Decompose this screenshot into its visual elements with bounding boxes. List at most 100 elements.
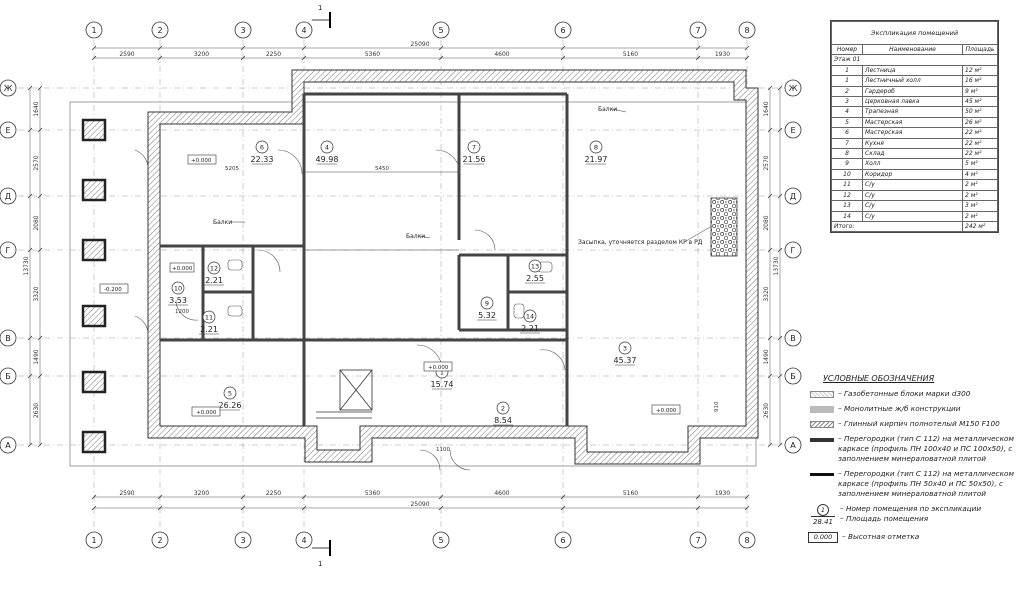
svg-text:Д: Д xyxy=(790,192,796,201)
brick-swatch xyxy=(810,421,834,428)
explication-row-name: Лестничный холл xyxy=(862,75,963,87)
dim-left-3: 3320 xyxy=(33,286,40,301)
legend-row-mono: – Монолитные ж/б конструкции xyxy=(808,404,1022,414)
elevation-4: +0.000 xyxy=(428,365,449,371)
axis-right-5: Б xyxy=(784,367,802,385)
explication-total-label: Итого: xyxy=(831,220,963,233)
explication-row-area: 22 м² xyxy=(962,137,998,150)
svg-text:8: 8 xyxy=(744,26,749,35)
elevation-3: -0.200 xyxy=(104,287,122,293)
axis-top-8: 8 xyxy=(738,21,756,39)
svg-text:2.21: 2.21 xyxy=(200,325,218,334)
dim-910: 910 xyxy=(714,401,720,412)
outer-walls xyxy=(147,69,759,465)
svg-text:5: 5 xyxy=(228,390,232,398)
explication-row-num: 10 xyxy=(831,168,863,181)
column-0 xyxy=(81,118,107,142)
svg-text:4: 4 xyxy=(301,536,306,545)
svg-text:Г: Г xyxy=(6,246,11,255)
legend-row-brick: – Глинный кирпич полнотелый М150 F100 xyxy=(808,419,1022,429)
dim-5205: 5205 xyxy=(225,166,239,172)
room-label-7: 721.56 xyxy=(463,140,485,165)
legend: УСЛОВНЫЕ ОБОЗНАЧЕНИЯ – Газобетонные блок… xyxy=(808,374,1022,548)
dim-top-4: 4600 xyxy=(494,51,509,58)
elevation-1: +0.000 xyxy=(191,158,212,164)
axis-left-1: Е xyxy=(0,121,17,139)
explication-row-area: 9 м² xyxy=(962,85,998,98)
svg-text:14: 14 xyxy=(526,313,534,321)
explication-total-area: 242 м² xyxy=(962,220,998,233)
explication-row-name: С/у xyxy=(862,210,963,222)
svg-text:26.26: 26.26 xyxy=(219,401,242,410)
dim-bottom-3: 5360 xyxy=(365,490,380,497)
svg-text:6: 6 xyxy=(260,144,264,152)
legend-room-num-text: – Номер помещения по экспликации xyxy=(840,504,982,513)
explication-row-num: 9 xyxy=(831,158,863,170)
legend-mono-text: – Монолитные ж/б конструкции xyxy=(838,404,961,413)
note-zasypka: Засыпка, уточняется разделом КР в РД xyxy=(578,239,703,246)
dim-right-5: 2630 xyxy=(763,403,770,418)
svg-text:1: 1 xyxy=(91,26,96,35)
room-symbol-number: 1 xyxy=(817,504,829,516)
section-mark-bottom: 1 xyxy=(318,560,322,568)
svg-text:2: 2 xyxy=(157,26,162,35)
axis-top-1: 1 xyxy=(85,21,103,39)
svg-text:7: 7 xyxy=(695,536,700,545)
svg-text:22.33: 22.33 xyxy=(251,155,274,164)
svg-text:8: 8 xyxy=(744,536,749,545)
column-3 xyxy=(81,304,107,328)
axis-right-2: Д xyxy=(784,187,802,205)
explication-col-num: Номер xyxy=(831,43,863,56)
explication-row-num: 1 xyxy=(831,64,863,77)
axis-bottom-6: 6 xyxy=(554,531,572,549)
dim-top-5: 5160 xyxy=(623,51,638,58)
axis-bottom-8: 8 xyxy=(738,531,756,549)
dim-top-3: 5360 xyxy=(365,51,380,58)
svg-text:Б: Б xyxy=(790,372,796,381)
explication-row-name: Трапезная xyxy=(862,106,963,118)
axis-top-6: 6 xyxy=(554,21,572,39)
dim-top-1: 3200 xyxy=(194,51,209,58)
svg-text:21.97: 21.97 xyxy=(585,155,608,164)
stair xyxy=(316,369,373,419)
axis-bottom-7: 7 xyxy=(689,531,707,549)
room-label-13: 132.55 xyxy=(525,259,545,284)
svg-text:7: 7 xyxy=(695,26,700,35)
explication-row-name: Мастерская xyxy=(862,116,963,129)
dim-right-4: 1490 xyxy=(763,349,770,364)
axis-left-2: Д xyxy=(0,187,17,205)
dim-bottom-total: 25090 xyxy=(410,501,429,508)
door-swings xyxy=(134,149,566,471)
dim-right-0: 1640 xyxy=(763,101,770,116)
svg-text:3.53: 3.53 xyxy=(169,296,187,305)
explication-row-name: Холл xyxy=(862,158,963,170)
axis-bottom-4: 4 xyxy=(295,531,313,549)
axis-bottom-3: 3 xyxy=(234,531,252,549)
svg-text:6: 6 xyxy=(560,536,565,545)
elevation-6: +0.000 xyxy=(656,408,677,414)
elevation-2: +0.000 xyxy=(172,266,193,272)
axis-right-1: Е xyxy=(784,121,802,139)
svg-text:Ж: Ж xyxy=(4,84,13,93)
svg-text:Б: Б xyxy=(5,372,11,381)
room-label-14: 142.21 xyxy=(520,309,540,334)
room-label-2: 28.54 xyxy=(493,401,513,426)
svg-text:15.74: 15.74 xyxy=(431,380,454,389)
dim-bottom-6: 1930 xyxy=(715,490,730,497)
explication-row-name: С/у xyxy=(862,179,963,191)
legend-row-part1: – Перегородки (тип С 112) на металлическ… xyxy=(808,434,1022,464)
axis-left-4: В xyxy=(0,329,17,347)
room-label-9: 95.32 xyxy=(477,296,497,321)
explication-row-area: 22 м² xyxy=(962,148,998,160)
explication-col-name: Наименование xyxy=(862,43,963,56)
dimension-lines xyxy=(29,47,781,509)
axis-top-7: 7 xyxy=(689,21,707,39)
explication-row-area: 22 м² xyxy=(962,127,998,139)
room-symbol-area: 28.41 xyxy=(811,516,835,526)
axis-right-4: В xyxy=(784,329,802,347)
explication-row-area: 2 м² xyxy=(962,179,998,191)
